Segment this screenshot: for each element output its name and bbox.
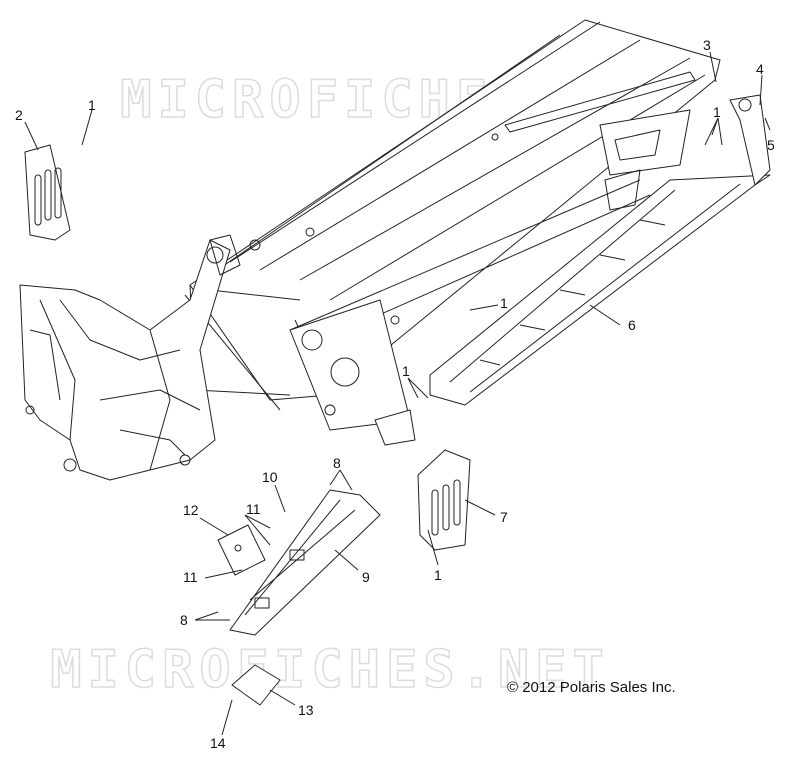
callout-11: 11 xyxy=(246,501,261,517)
callout-1: 1 xyxy=(434,567,442,583)
bracket-9 xyxy=(229,489,381,636)
callout-13: 13 xyxy=(298,702,314,718)
callout-10: 10 xyxy=(262,469,278,485)
callout-11: 11 xyxy=(183,569,198,585)
callout-1: 1 xyxy=(713,104,721,120)
bracket-12 xyxy=(217,524,266,576)
copyright-notice: © 2012 Polaris Sales Inc. xyxy=(507,679,676,696)
callout-9: 9 xyxy=(362,569,370,585)
bracket-13 xyxy=(231,664,281,706)
callout-12: 12 xyxy=(183,502,199,518)
callout-14: 14 xyxy=(210,735,226,751)
callout-1: 1 xyxy=(500,295,508,311)
front-frame xyxy=(19,234,241,481)
callouts: 1 2 3 4 5 1 1 6 1 8 10 7 12 11 11 9 1 8 … xyxy=(15,37,775,751)
leader-lines xyxy=(24,51,771,736)
callout-1: 1 xyxy=(88,97,96,113)
tunnel-assembly xyxy=(184,19,721,431)
side-panel-right xyxy=(374,409,471,551)
callout-4: 4 xyxy=(756,61,764,77)
callout-1: 1 xyxy=(402,363,410,379)
callout-6: 6 xyxy=(628,317,636,333)
running-board xyxy=(429,94,771,406)
side-panel-left xyxy=(24,144,71,241)
callout-2: 2 xyxy=(15,107,23,123)
callout-5: 5 xyxy=(767,137,775,153)
callout-8: 8 xyxy=(180,612,188,628)
callout-7: 7 xyxy=(500,509,508,525)
callout-8: 8 xyxy=(333,455,341,471)
callout-3: 3 xyxy=(703,37,711,53)
